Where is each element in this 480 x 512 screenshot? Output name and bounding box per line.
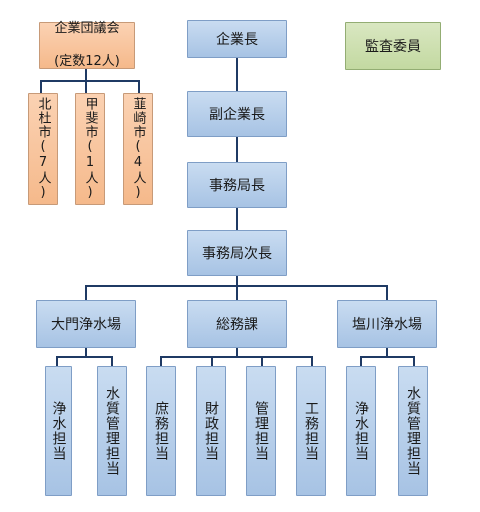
unit-label: 財政担当 [203, 401, 219, 461]
unit-box: 水質管理担当 [398, 366, 428, 496]
member-city: 甲斐市 [82, 97, 98, 139]
connector-line [85, 80, 87, 94]
unit-box: 庶務担当 [146, 366, 176, 496]
connector-line [360, 356, 362, 367]
unit-box: 浄水担当 [45, 366, 72, 496]
connector-line [236, 275, 238, 286]
head-label: 企業長 [216, 32, 258, 48]
unit-box: 財政担当 [196, 366, 226, 496]
connector-line [85, 285, 87, 301]
connector-line [236, 347, 238, 357]
assembly-box: 企業団議会 (定数12人) [39, 21, 135, 69]
auditor-label: 監査委員 [365, 39, 421, 55]
unit-box: 水質管理担当 [97, 366, 127, 496]
member-box-nirasaki: 韮崎市(4人) [123, 93, 153, 205]
connector-line [40, 80, 140, 82]
unit-label: 浄水担当 [353, 401, 369, 461]
member-count: (4人) [130, 139, 146, 201]
connector-line [40, 80, 42, 94]
connector-line [311, 356, 313, 367]
assembly-title: 企業団議会 [54, 21, 120, 37]
division-label: 塩川浄水場 [352, 317, 422, 333]
connector-line [236, 136, 238, 163]
connector-line [360, 356, 415, 358]
unit-box: 工務担当 [296, 366, 326, 496]
connector-line [56, 356, 58, 367]
unit-label: 管理担当 [253, 401, 269, 461]
deputy-secretary-box: 事務局次長 [187, 230, 287, 276]
auditor-box: 監査委員 [345, 22, 441, 70]
secretary-general-label: 事務局長 [209, 178, 265, 194]
unit-label: 水質管理担当 [104, 386, 120, 476]
unit-box: 管理担当 [246, 366, 276, 496]
connector-line [261, 356, 263, 367]
secretary-general-box: 事務局長 [187, 162, 287, 208]
deputy-box: 副企業長 [187, 91, 287, 137]
unit-box: 浄水担当 [346, 366, 376, 496]
deputy-label: 副企業長 [209, 107, 265, 123]
division-box-daimon: 大門浄水場 [36, 300, 136, 348]
unit-label: 庶務担当 [153, 401, 169, 461]
deputy-secretary-label: 事務局次長 [202, 246, 272, 262]
connector-line [413, 356, 415, 367]
connector-line [138, 80, 140, 94]
connector-line [386, 347, 388, 357]
member-box-hokuto: 北杜市(7人) [28, 93, 58, 205]
connector-line [85, 347, 87, 357]
connector-line [211, 356, 213, 367]
division-box-shiokawa: 塩川浄水場 [337, 300, 437, 348]
division-box-general-affairs: 総務課 [187, 300, 287, 348]
member-city: 北杜市 [35, 97, 51, 139]
connector-line [85, 68, 87, 81]
connector-line [236, 207, 238, 231]
connector-line [386, 285, 388, 301]
connector-line [236, 57, 238, 92]
unit-label: 水質管理担当 [405, 386, 421, 476]
division-label: 大門浄水場 [51, 317, 121, 333]
connector-line [160, 356, 313, 358]
connector-line [56, 356, 113, 358]
division-label: 総務課 [216, 317, 258, 333]
connector-line [111, 356, 113, 367]
head-box: 企業長 [187, 20, 287, 58]
unit-label: 浄水担当 [50, 401, 67, 461]
member-count: (7人) [35, 139, 51, 201]
member-box-kai: 甲斐市(1人) [75, 93, 105, 205]
member-city: 韮崎市 [130, 97, 146, 139]
assembly-quota: (定数12人) [54, 53, 120, 69]
member-count: (1人) [82, 139, 98, 201]
connector-line [160, 356, 162, 367]
unit-label: 工務担当 [303, 401, 319, 461]
connector-line [236, 285, 238, 301]
